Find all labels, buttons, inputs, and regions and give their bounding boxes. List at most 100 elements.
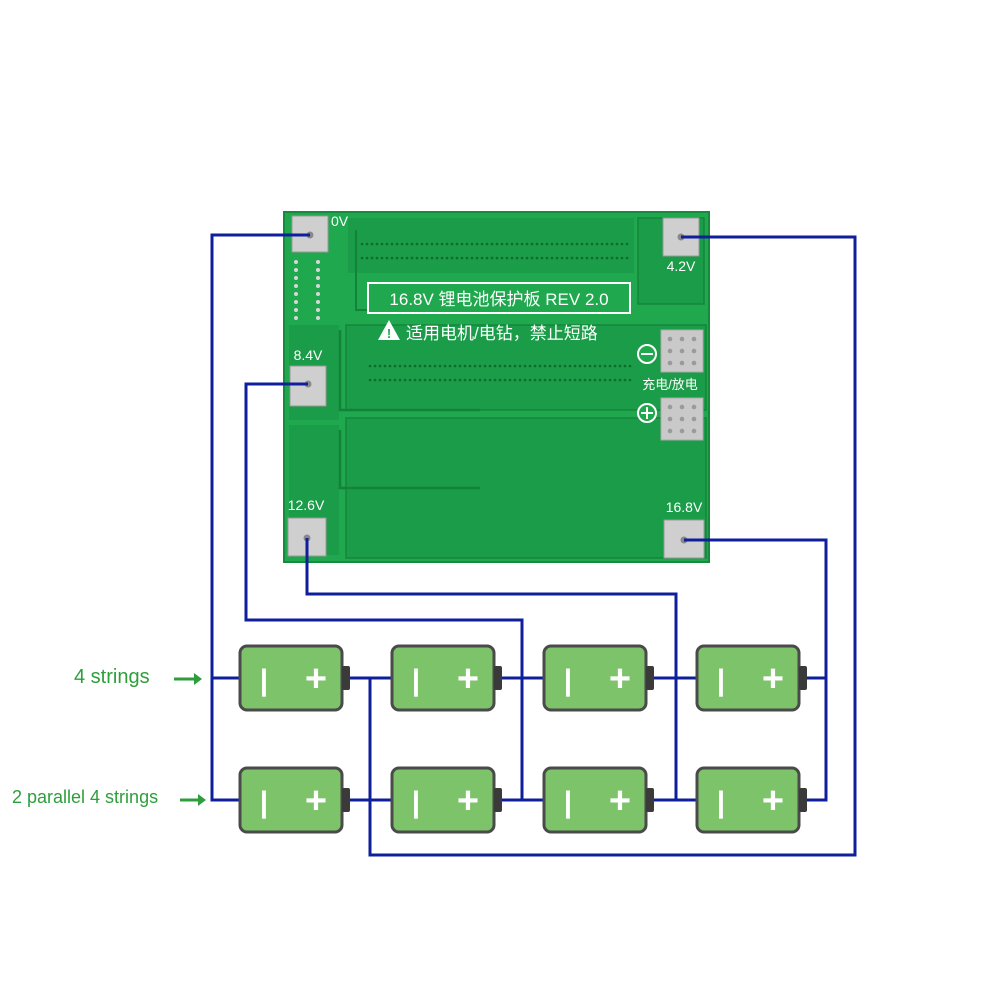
- pcb-via: [613, 378, 617, 382]
- pcb-via: [488, 378, 492, 382]
- pcb-pin-hole: [316, 276, 320, 280]
- pad-b3-label: 12.6V: [288, 497, 325, 513]
- pcb-via: [393, 364, 397, 368]
- battery-minus-icon: |: [717, 786, 725, 819]
- battery-minus-icon: |: [260, 786, 268, 819]
- pcb-via: [360, 242, 364, 246]
- pcb-via: [523, 378, 527, 382]
- pcb-via: [505, 256, 509, 260]
- pcb-via: [388, 378, 392, 382]
- pcb-via: [610, 242, 614, 246]
- pcb-via: [505, 242, 509, 246]
- pcb-via: [445, 242, 449, 246]
- battery-minus-icon: |: [412, 786, 420, 819]
- pcb-via: [495, 242, 499, 246]
- pcb-via: [435, 242, 439, 246]
- pcb-via: [375, 242, 379, 246]
- pcb-via: [478, 378, 482, 382]
- pcb-zone-mid: [345, 324, 707, 411]
- port-pad-hole: [691, 360, 697, 366]
- pcb-via: [420, 242, 424, 246]
- battery-minus-icon: |: [564, 664, 572, 697]
- pcb-via: [525, 256, 529, 260]
- pcb-via: [565, 256, 569, 260]
- battery-plus-icon: +: [305, 658, 327, 700]
- pcb-via: [600, 242, 604, 246]
- pcb-via: [518, 378, 522, 382]
- pcb-via: [373, 364, 377, 368]
- wiring: [210, 233, 857, 857]
- pcb-via: [530, 256, 534, 260]
- pcb-via: [478, 364, 482, 368]
- pcb-via: [605, 256, 609, 260]
- pcb-via: [555, 242, 559, 246]
- battery-terminal: [799, 788, 807, 812]
- pcb-via: [620, 256, 624, 260]
- pcb-via: [475, 256, 479, 260]
- pcb-via: [625, 242, 629, 246]
- pcb-via: [508, 378, 512, 382]
- pcb-via: [368, 364, 372, 368]
- pcb-via: [575, 256, 579, 260]
- port-pad-hole: [679, 428, 685, 434]
- pcb-via: [493, 364, 497, 368]
- port-pad-hole: [679, 348, 685, 354]
- battery-plus-icon: +: [457, 658, 479, 700]
- pcb-via: [473, 364, 477, 368]
- battery-cell: |+: [390, 766, 502, 834]
- pcb-via: [493, 378, 497, 382]
- pcb-via: [455, 242, 459, 246]
- label-4-strings: 4 strings: [74, 666, 150, 688]
- battery-cell: |+: [542, 766, 654, 834]
- port-pad-hole: [667, 404, 673, 410]
- pcb-via: [570, 256, 574, 260]
- pcb-via: [480, 242, 484, 246]
- battery-cell: |+: [695, 766, 807, 834]
- pcb-via: [618, 364, 622, 368]
- pcb-via: [550, 242, 554, 246]
- pcb-via: [518, 364, 522, 368]
- pcb-via: [490, 242, 494, 246]
- pcb-via: [408, 378, 412, 382]
- pcb-via: [370, 256, 374, 260]
- pcb-via: [400, 242, 404, 246]
- pcb-via: [425, 256, 429, 260]
- pcb-via: [580, 256, 584, 260]
- pcb-via: [468, 364, 472, 368]
- pcb-via: [380, 242, 384, 246]
- pcb-via: [435, 256, 439, 260]
- battery-terminal: [494, 666, 502, 690]
- pcb-via: [415, 256, 419, 260]
- pcb-via: [535, 256, 539, 260]
- pcb-via: [475, 242, 479, 246]
- pcb-via: [628, 378, 632, 382]
- pcb-via: [428, 364, 432, 368]
- battery-terminal: [646, 788, 654, 812]
- pcb-via: [503, 378, 507, 382]
- pcb-zone-top: [348, 218, 634, 273]
- pcb-via: [610, 256, 614, 260]
- pcb-via: [590, 242, 594, 246]
- pcb-via: [395, 256, 399, 260]
- pcb-via: [510, 242, 514, 246]
- pcb-via: [465, 256, 469, 260]
- port-plus-pad-holes: [667, 404, 697, 434]
- pcb-via: [540, 242, 544, 246]
- pcb-via: [395, 242, 399, 246]
- pcb-via: [365, 256, 369, 260]
- pcb-via: [620, 242, 624, 246]
- pcb-via: [415, 242, 419, 246]
- pcb-via: [513, 378, 517, 382]
- battery-plus-icon: +: [609, 658, 631, 700]
- pcb-pin-hole: [316, 292, 320, 296]
- pcb-via: [495, 256, 499, 260]
- pcb-via: [588, 364, 592, 368]
- pcb-via: [390, 256, 394, 260]
- pad-b0-extra-holes: [294, 260, 320, 320]
- pcb-via: [448, 378, 452, 382]
- battery-minus-icon: |: [564, 786, 572, 819]
- pcb-via: [553, 378, 557, 382]
- port-pad-hole: [691, 416, 697, 422]
- warning-icon-mark: !: [387, 326, 391, 341]
- pcb-trace-2: [338, 430, 480, 490]
